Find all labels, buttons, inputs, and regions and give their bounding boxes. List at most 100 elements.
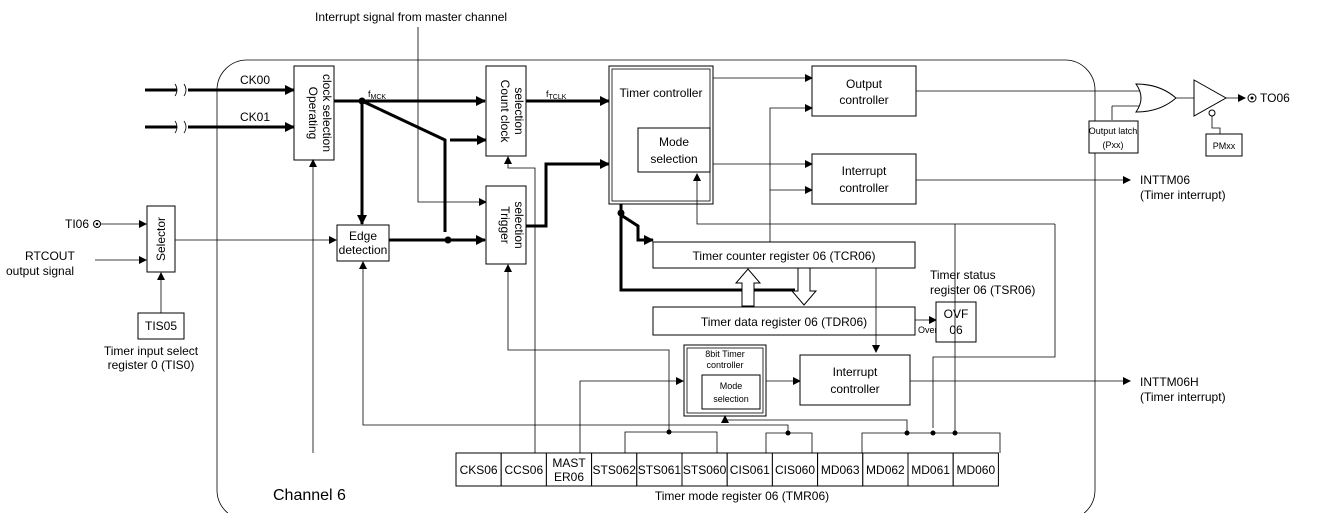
output-controller-label-2: controller bbox=[839, 93, 888, 107]
register-bit-cell: STS062 bbox=[591, 452, 638, 487]
operating-clock-label-2: clock selection bbox=[320, 74, 334, 152]
mode-selection-label-2: selection bbox=[650, 152, 697, 166]
register-bit-box bbox=[636, 452, 683, 487]
register-bit-cell: MD063 bbox=[817, 452, 864, 487]
rtcout-label-2: output signal bbox=[6, 264, 74, 278]
master-interrupt-line bbox=[417, 27, 487, 206]
tcr-to-tdr-arrow-icon bbox=[790, 267, 818, 306]
ti06-pin-dot bbox=[95, 222, 99, 226]
inttm06h-label: INTTM06H bbox=[1140, 375, 1199, 389]
register-bit-label: CIS060 bbox=[775, 463, 815, 477]
register-bit-label: STS060 bbox=[683, 463, 727, 477]
tcr06-label: Timer counter register 06 (TCR06) bbox=[693, 249, 876, 263]
register-bit-cell: MD062 bbox=[862, 452, 909, 487]
ccs06-to-count-clock-line bbox=[504, 156, 536, 453]
mode-selection-feedback-line bbox=[693, 173, 1055, 225]
interrupt-controller-h-label-1: Interrupt bbox=[833, 365, 878, 379]
pmxx-label: PMxx bbox=[1213, 141, 1236, 151]
register-bit-box bbox=[862, 452, 909, 487]
tsr-label-1: Timer status bbox=[930, 268, 996, 282]
tdr06-label: Timer data register 06 (TDR06) bbox=[701, 315, 867, 329]
count-clock-selection-block bbox=[485, 65, 527, 157]
sts-junction bbox=[666, 429, 672, 435]
ovf06-register-block bbox=[935, 301, 977, 343]
8bit-timer-controller-inner-border bbox=[686, 347, 764, 414]
pmxx-register-block bbox=[1205, 133, 1243, 157]
trigger-label-1: Trigger bbox=[498, 206, 512, 244]
inttm06-sub-label: (Timer interrupt) bbox=[1140, 188, 1226, 202]
register-bit-label: STS062 bbox=[593, 463, 637, 477]
count-clock-label-1: Count clock bbox=[498, 80, 512, 144]
trigger-selection-block bbox=[485, 185, 527, 265]
trigger-label-2: selection bbox=[512, 201, 526, 248]
tdr06-register-block bbox=[652, 306, 916, 336]
edge-detection-block bbox=[336, 224, 390, 262]
register-bit-label: MD063 bbox=[821, 463, 860, 477]
edge-label-1: Edge bbox=[349, 229, 377, 243]
output-latch-label-1: Output latch bbox=[1089, 126, 1138, 136]
interrupt-from-master-label: Interrupt signal from master channel bbox=[315, 10, 507, 24]
register-bit-box bbox=[545, 452, 593, 487]
mode-selection-feedback-return bbox=[932, 224, 1056, 428]
pmxx-to-buffer-line bbox=[1211, 116, 1221, 134]
selector-label: Selector bbox=[154, 217, 168, 261]
register-bit-label: MD060 bbox=[956, 463, 995, 477]
interrupt-controller-label-2: controller bbox=[839, 181, 888, 195]
to06-pin-dot bbox=[1250, 96, 1254, 100]
selector-block bbox=[146, 205, 176, 273]
register-bit-cell: CIS061 bbox=[726, 452, 773, 487]
register-bit-box bbox=[455, 452, 502, 487]
output-latch-block bbox=[1088, 120, 1139, 154]
count-clock-label-2: selection bbox=[512, 87, 526, 134]
register-bit-cell: CCS06 bbox=[500, 452, 547, 487]
ck00-label: CK00 bbox=[240, 73, 270, 87]
or-gate-icon bbox=[1135, 83, 1177, 113]
register-bit-label: MD061 bbox=[911, 463, 950, 477]
register-bit-box bbox=[500, 452, 547, 487]
tcr06-register-block bbox=[652, 241, 916, 269]
output-buffer-icon bbox=[1193, 79, 1228, 117]
tmr06-label: Timer mode register 06 (TMR06) bbox=[655, 489, 829, 503]
tis0-label-2: register 0 (TIS0) bbox=[108, 358, 195, 372]
ftclk-label: fTCLK bbox=[546, 89, 567, 101]
cis-junction bbox=[785, 430, 791, 436]
timer-controller-label: Timer controller bbox=[620, 86, 703, 100]
register-bit-box bbox=[907, 452, 954, 487]
mode-selection-label-1: Mode bbox=[659, 135, 689, 149]
interrupt-controller-h-block bbox=[799, 354, 911, 406]
tmr8-mode-label-1: Mode bbox=[720, 381, 743, 391]
register-bit-cell: STS060 bbox=[681, 452, 728, 487]
tis0-label-1: Timer input select bbox=[104, 344, 199, 358]
master-bit-to-tmr8-line bbox=[579, 377, 684, 453]
register-bit-label: MAST bbox=[552, 456, 586, 470]
register-bit-box bbox=[771, 452, 819, 487]
ck-inputs bbox=[145, 83, 295, 134]
channel-label: Channel 6 bbox=[273, 487, 346, 504]
channel-boundary bbox=[216, 59, 1096, 513]
sts-bracket bbox=[624, 431, 718, 453]
register-bit-label: CIS061 bbox=[730, 463, 770, 477]
cis-bracket bbox=[765, 432, 813, 453]
tmr8-label-1: 8bit Timer bbox=[705, 349, 745, 359]
tdr-to-tcr-arrow-icon bbox=[734, 268, 762, 307]
tmr8-mode-label-2: selection bbox=[713, 394, 749, 404]
edge-junction bbox=[444, 236, 452, 244]
mode-selection-block bbox=[637, 127, 711, 173]
interrupt-controller-h-label-2: controller bbox=[830, 382, 879, 396]
operating-clock-label-1: Operating bbox=[306, 87, 320, 140]
interrupt-controller-label-1: Interrupt bbox=[842, 164, 887, 178]
register-bit-cell: STS061 bbox=[636, 452, 683, 487]
fmck-to-count-clock-line bbox=[361, 99, 447, 232]
tis05-register-block bbox=[137, 312, 185, 340]
tsr-label-2: register 06 (TSR06) bbox=[930, 283, 1035, 297]
fmck-label: fMCK bbox=[368, 89, 386, 101]
ovf-label-1: OVF bbox=[944, 307, 969, 321]
tc-to-tcr-line bbox=[619, 204, 654, 245]
inttm06-label: INTTM06 bbox=[1140, 173, 1190, 187]
md-junction-1 bbox=[904, 430, 910, 436]
trigger-to-timer-controller-line bbox=[526, 159, 610, 228]
tmr8-mode-selection-block bbox=[701, 374, 761, 410]
output-latch-label-2: (Pxx) bbox=[1103, 140, 1124, 150]
cis-to-edge-line bbox=[359, 261, 789, 433]
